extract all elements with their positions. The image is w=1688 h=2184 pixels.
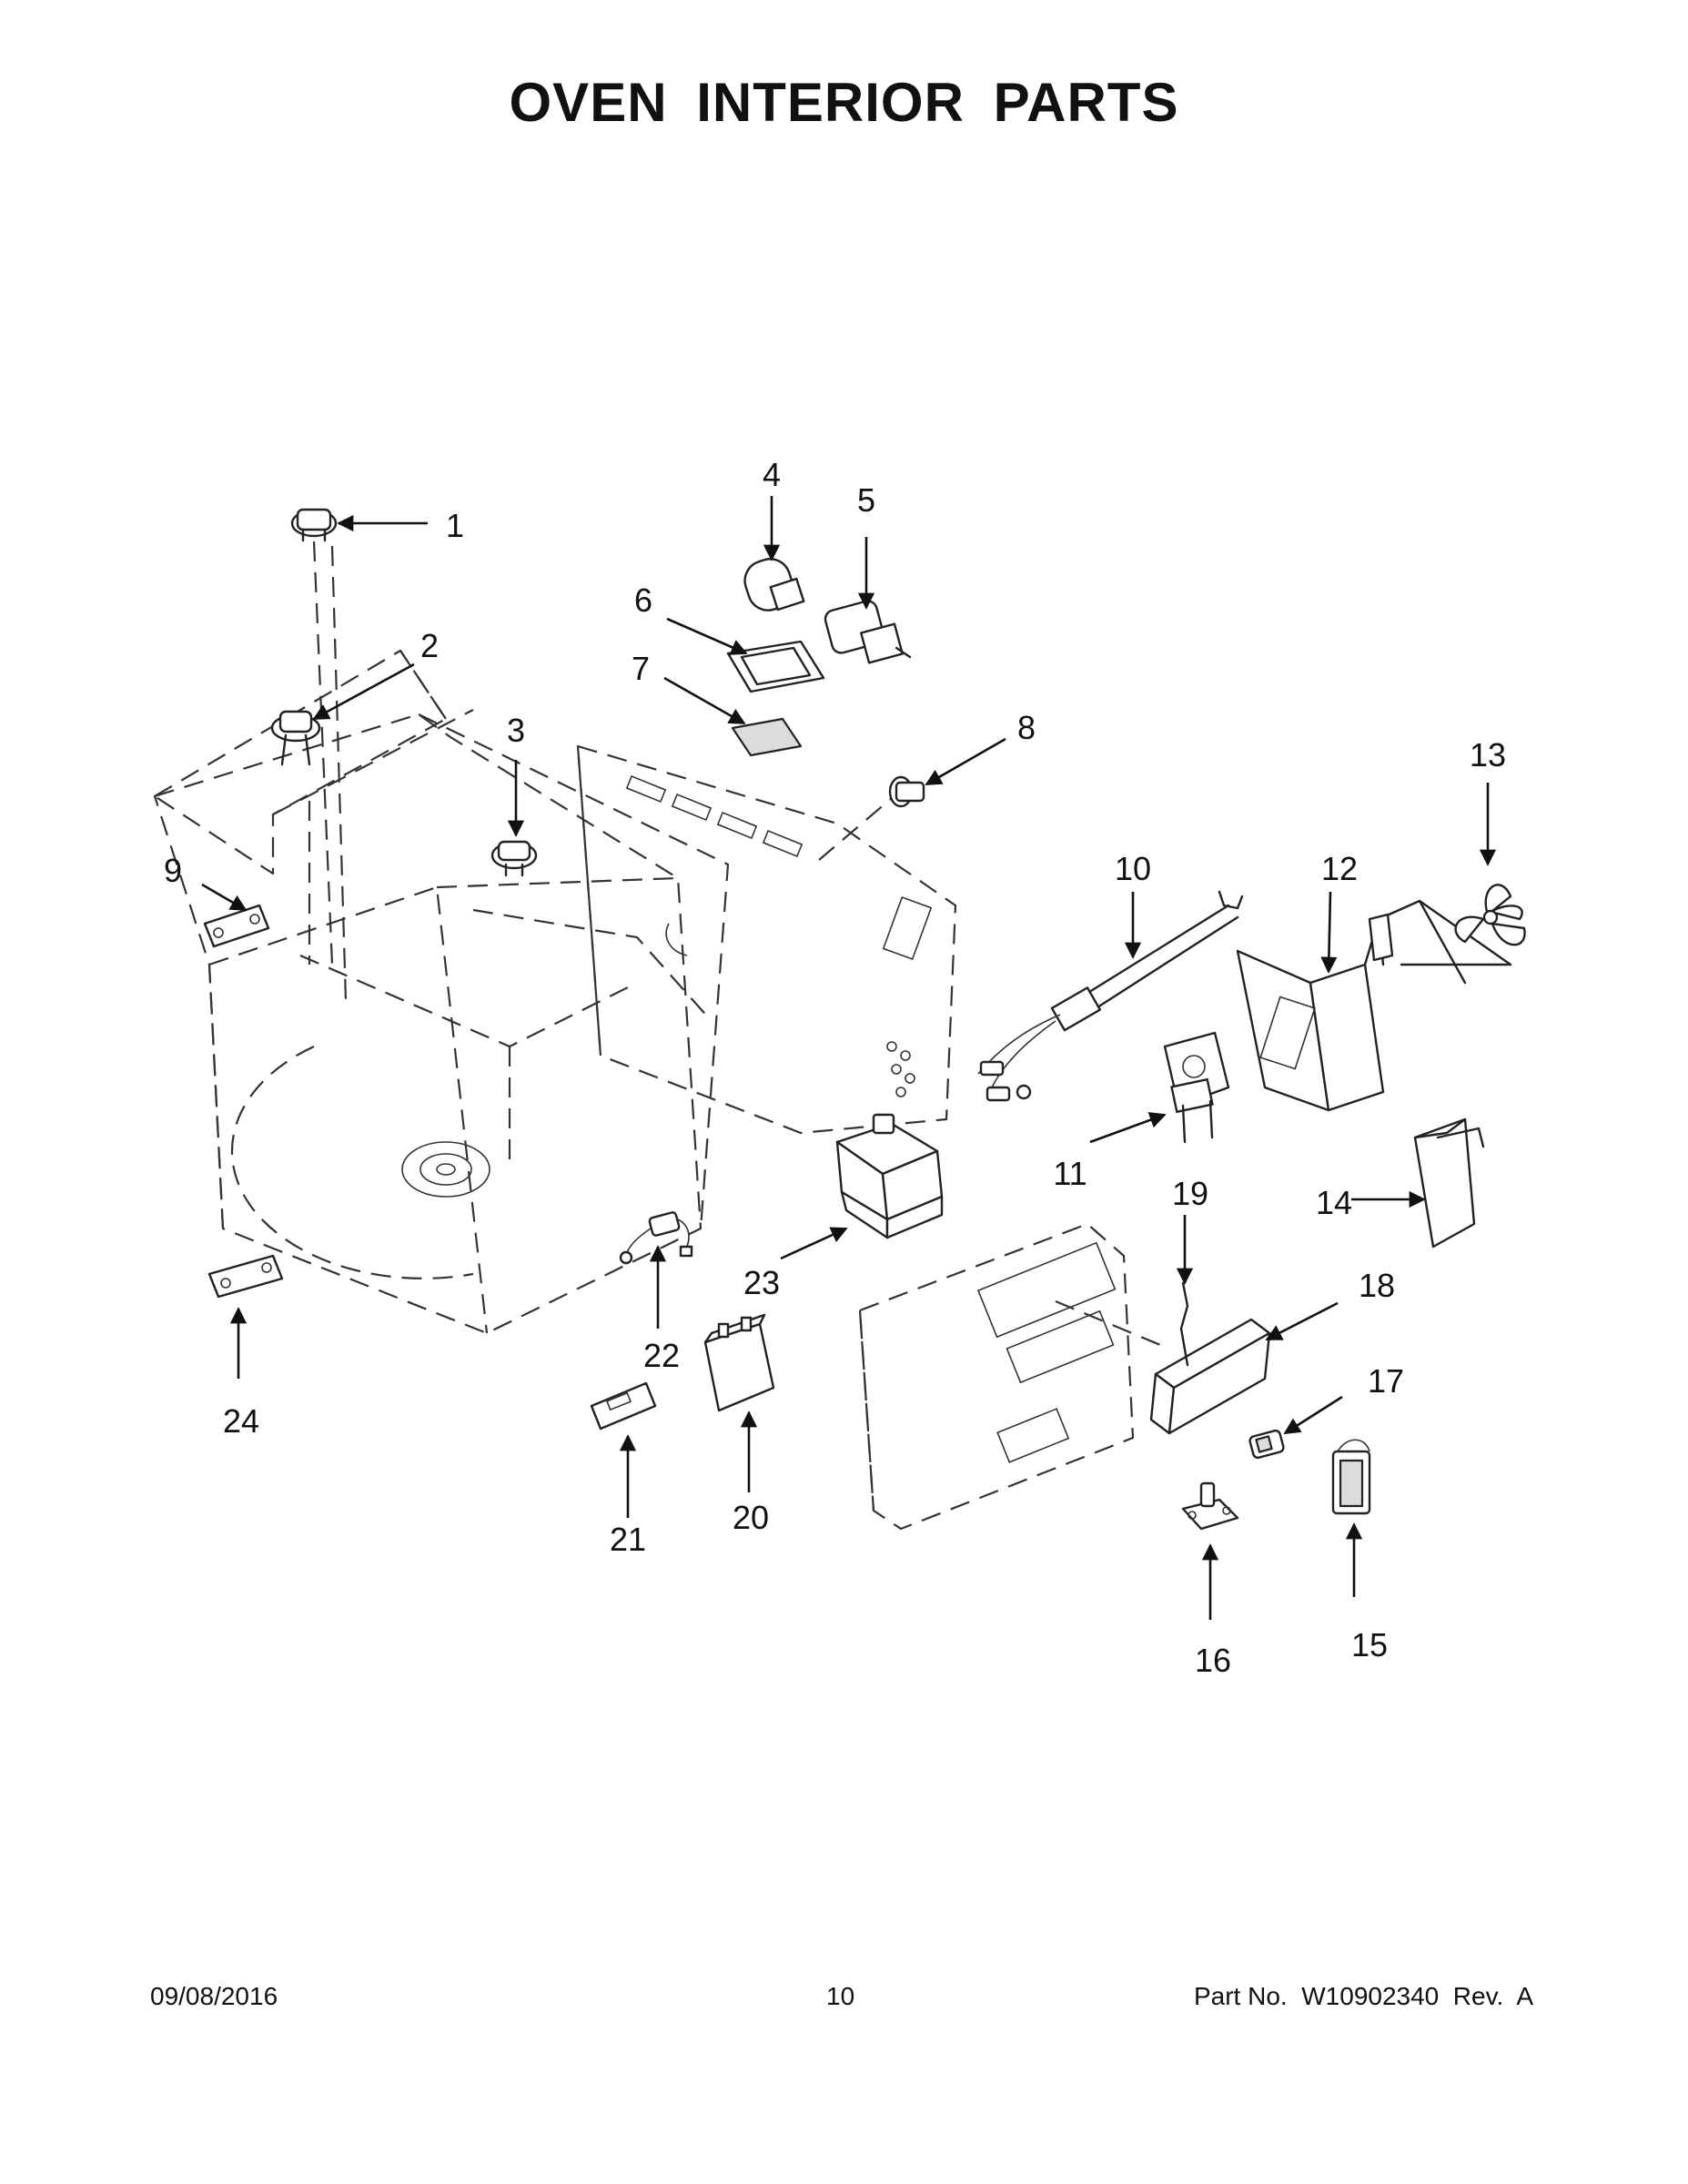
part-5-lamp-socket (824, 600, 912, 664)
callout-3: 3 (506, 712, 526, 749)
callout-17: 17 (1367, 1362, 1405, 1400)
part-9-bracket (203, 904, 270, 948)
callout-16: 16 (1194, 1642, 1232, 1679)
callout-8: 8 (1016, 709, 1036, 746)
page-title: OVEN INTERIOR PARTS (509, 72, 1179, 133)
part-24-bracket (207, 1254, 284, 1299)
part-18-bracket (1149, 1318, 1271, 1435)
waveguide-cover-outline (153, 545, 474, 1002)
callout-18: 18 (1358, 1267, 1396, 1304)
part-11-fan-motor (1163, 1031, 1230, 1144)
rear-panel-outline (576, 744, 957, 1135)
callout-4: 4 (762, 456, 782, 493)
part-16-switch (1181, 1481, 1239, 1531)
callout-12: 12 (1320, 850, 1359, 887)
part-3-thermal-cutout (490, 840, 538, 877)
callout-24: 24 (222, 1402, 260, 1440)
part-12-fan-bracket (1236, 899, 1512, 1112)
callout-15: 15 (1350, 1626, 1389, 1663)
callout-14: 14 (1315, 1184, 1353, 1221)
callout-5: 5 (856, 481, 876, 519)
part-14-air-duct (1413, 1117, 1485, 1249)
part-6-lamp-gasket (726, 640, 825, 693)
callout-20: 20 (732, 1499, 770, 1536)
part-8-screw (888, 775, 925, 808)
part-20-capacitor (703, 1313, 775, 1412)
part-1-thermal-cutout (290, 508, 338, 966)
part-15-sensor (1331, 1439, 1371, 1515)
part-22-fuse-harness (619, 1211, 693, 1265)
callout-7: 7 (631, 650, 651, 687)
callout-2: 2 (419, 627, 440, 664)
callout-22: 22 (642, 1337, 681, 1374)
callout-11: 11 (1053, 1155, 1087, 1192)
callout-13: 13 (1469, 736, 1507, 774)
leader-arrows (201, 496, 1497, 1620)
callout-9: 9 (163, 852, 183, 889)
oven-cavity-outline (153, 713, 730, 1335)
callout-6: 6 (633, 581, 653, 619)
part-19-wire (1179, 1281, 1189, 1367)
footer-part-number: Part No. W10902340 Rev. A (1193, 1982, 1533, 2010)
callout-23: 23 (743, 1264, 781, 1301)
part-21-bracket (590, 1381, 657, 1431)
callout-21: 21 (609, 1521, 647, 1558)
part-2-thermal-cutout (270, 710, 321, 766)
control-panel-outline (858, 1222, 1166, 1531)
footer-date: 09/08/2016 (150, 1982, 278, 2010)
callout-1: 1 (445, 507, 465, 544)
part-7-lamp-cover (731, 717, 803, 757)
part-17-connector (1248, 1429, 1285, 1460)
part-4-lamp (743, 558, 805, 612)
part-23-magnetron (835, 1113, 944, 1239)
footer-page-number: 10 (826, 1982, 855, 2010)
part-10-heater-harness (977, 890, 1244, 1102)
part-13-fan-blade (1454, 884, 1526, 946)
callout-19: 19 (1171, 1175, 1209, 1212)
callout-10: 10 (1114, 850, 1152, 887)
